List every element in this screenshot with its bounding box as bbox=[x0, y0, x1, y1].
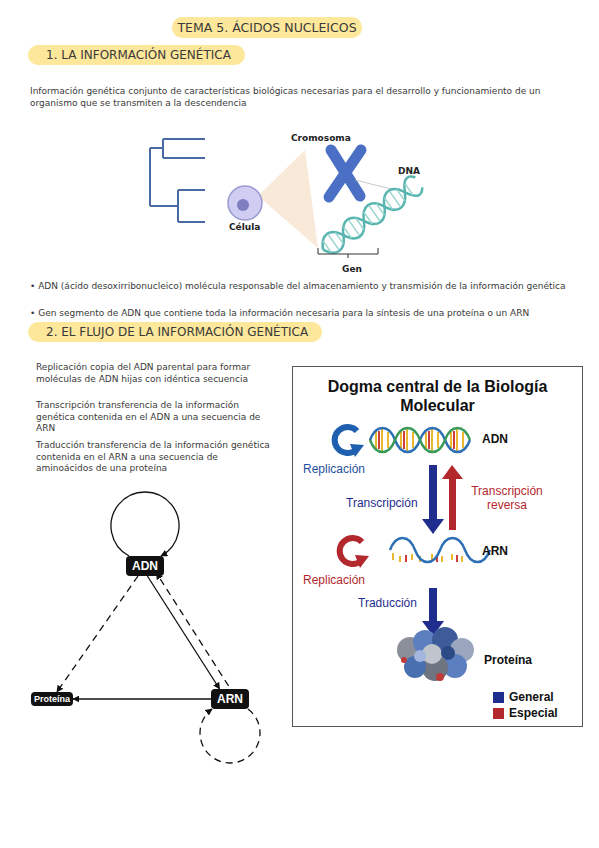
molecule-box: Proteína bbox=[31, 692, 73, 706]
translation-arrow bbox=[429, 588, 437, 622]
molecule-box: ARN bbox=[211, 689, 249, 709]
process-label: Transcripción bbox=[346, 497, 418, 511]
bullet-text: • ADN (ácido desoxirribonucleico) molécu… bbox=[30, 281, 570, 293]
process-label: Replicación bbox=[303, 463, 365, 477]
cell-icon bbox=[228, 186, 262, 220]
molecule-box: ADN bbox=[126, 556, 164, 576]
nucleus bbox=[237, 199, 249, 211]
protein-blob bbox=[441, 646, 455, 660]
node-text: ARN bbox=[217, 692, 243, 706]
cell bbox=[228, 186, 262, 220]
legend-text: Especial bbox=[509, 706, 558, 720]
flow-arrow bbox=[200, 709, 260, 763]
legend-swatch bbox=[493, 708, 504, 719]
rna-strand bbox=[390, 538, 490, 562]
definition-text: Información genética conjunto de caracte… bbox=[30, 86, 590, 109]
molecule-label: ARN bbox=[482, 545, 508, 559]
section-heading: 1. LA INFORMACIÓN GENÉTICA bbox=[28, 45, 245, 65]
dna-helix bbox=[370, 428, 470, 452]
process-label: Replicación bbox=[303, 574, 365, 588]
arrow-head bbox=[350, 444, 364, 457]
node-text: Dogma central de la Biología Molecular bbox=[293, 367, 582, 415]
protein-blob bbox=[401, 657, 407, 663]
node-text: Proteína bbox=[34, 694, 70, 704]
dna-helix bbox=[317, 174, 425, 258]
strand bbox=[317, 174, 425, 258]
flow-arrow bbox=[111, 492, 179, 556]
section-heading: 2. EL FLUJO DE LA INFORMACIÓN GENÉTICA bbox=[28, 322, 322, 342]
zoom-wedge bbox=[258, 150, 318, 248]
strand bbox=[370, 428, 470, 452]
flow-arrow bbox=[57, 576, 138, 692]
molecule-label: ADN bbox=[482, 433, 508, 447]
figure-label: Célula bbox=[229, 222, 260, 234]
definition-text: Replicación copia del ADN parental para … bbox=[36, 362, 276, 385]
node-text: 1. LA INFORMACIÓN GENÉTICA bbox=[46, 48, 231, 62]
strand bbox=[370, 428, 470, 452]
arrow-head bbox=[355, 555, 369, 568]
dogma-box: Dogma central de la Biología Molecular bbox=[292, 366, 583, 727]
definition-text: Transcripción transferencia de la inform… bbox=[36, 400, 276, 435]
base-pairs bbox=[322, 182, 414, 254]
gene-bracket-tick bbox=[348, 254, 349, 258]
legend-swatch bbox=[493, 692, 504, 703]
zoom-line bbox=[355, 180, 395, 190]
reverse-transcription-arrow bbox=[449, 478, 456, 530]
protein-structure bbox=[397, 627, 474, 681]
flow-arrow bbox=[73, 698, 211, 699]
transcription-arrow bbox=[429, 465, 437, 520]
flow-arrow bbox=[156, 573, 228, 686]
page-title: TEMA 5. ÁCIDOS NUCLEICOS bbox=[172, 17, 362, 38]
chromosome-icon bbox=[329, 150, 361, 197]
flow-arrow bbox=[147, 576, 219, 689]
phylogenetic-tree bbox=[150, 139, 205, 222]
protein-blob bbox=[414, 650, 426, 662]
arrow-head bbox=[442, 465, 463, 479]
bases bbox=[393, 553, 462, 562]
tree-lines bbox=[150, 139, 205, 222]
strand bbox=[317, 174, 425, 258]
figure-label: Gen bbox=[342, 264, 362, 276]
legend-text: General bbox=[509, 690, 554, 704]
process-label: Transcripción reversa bbox=[461, 485, 553, 513]
chromatid bbox=[329, 150, 361, 197]
strand bbox=[390, 538, 490, 562]
process-label: Traducción bbox=[358, 597, 417, 611]
gene-bracket bbox=[318, 248, 378, 254]
bullet-text: • Gen segmento de ADN que contiene toda … bbox=[30, 308, 590, 320]
protein-blob bbox=[436, 673, 444, 681]
definition-text: Traducción transferencia de la informaci… bbox=[36, 440, 276, 475]
molecule-label: Proteína bbox=[484, 654, 532, 668]
node-text: 2. EL FLUJO DE LA INFORMACIÓN GENÉTICA bbox=[46, 325, 308, 339]
node-text: ADN bbox=[132, 559, 158, 573]
figure-label: DNA bbox=[398, 166, 420, 178]
arrow-head bbox=[422, 519, 444, 534]
figure-label: Cromosoma bbox=[291, 133, 351, 145]
